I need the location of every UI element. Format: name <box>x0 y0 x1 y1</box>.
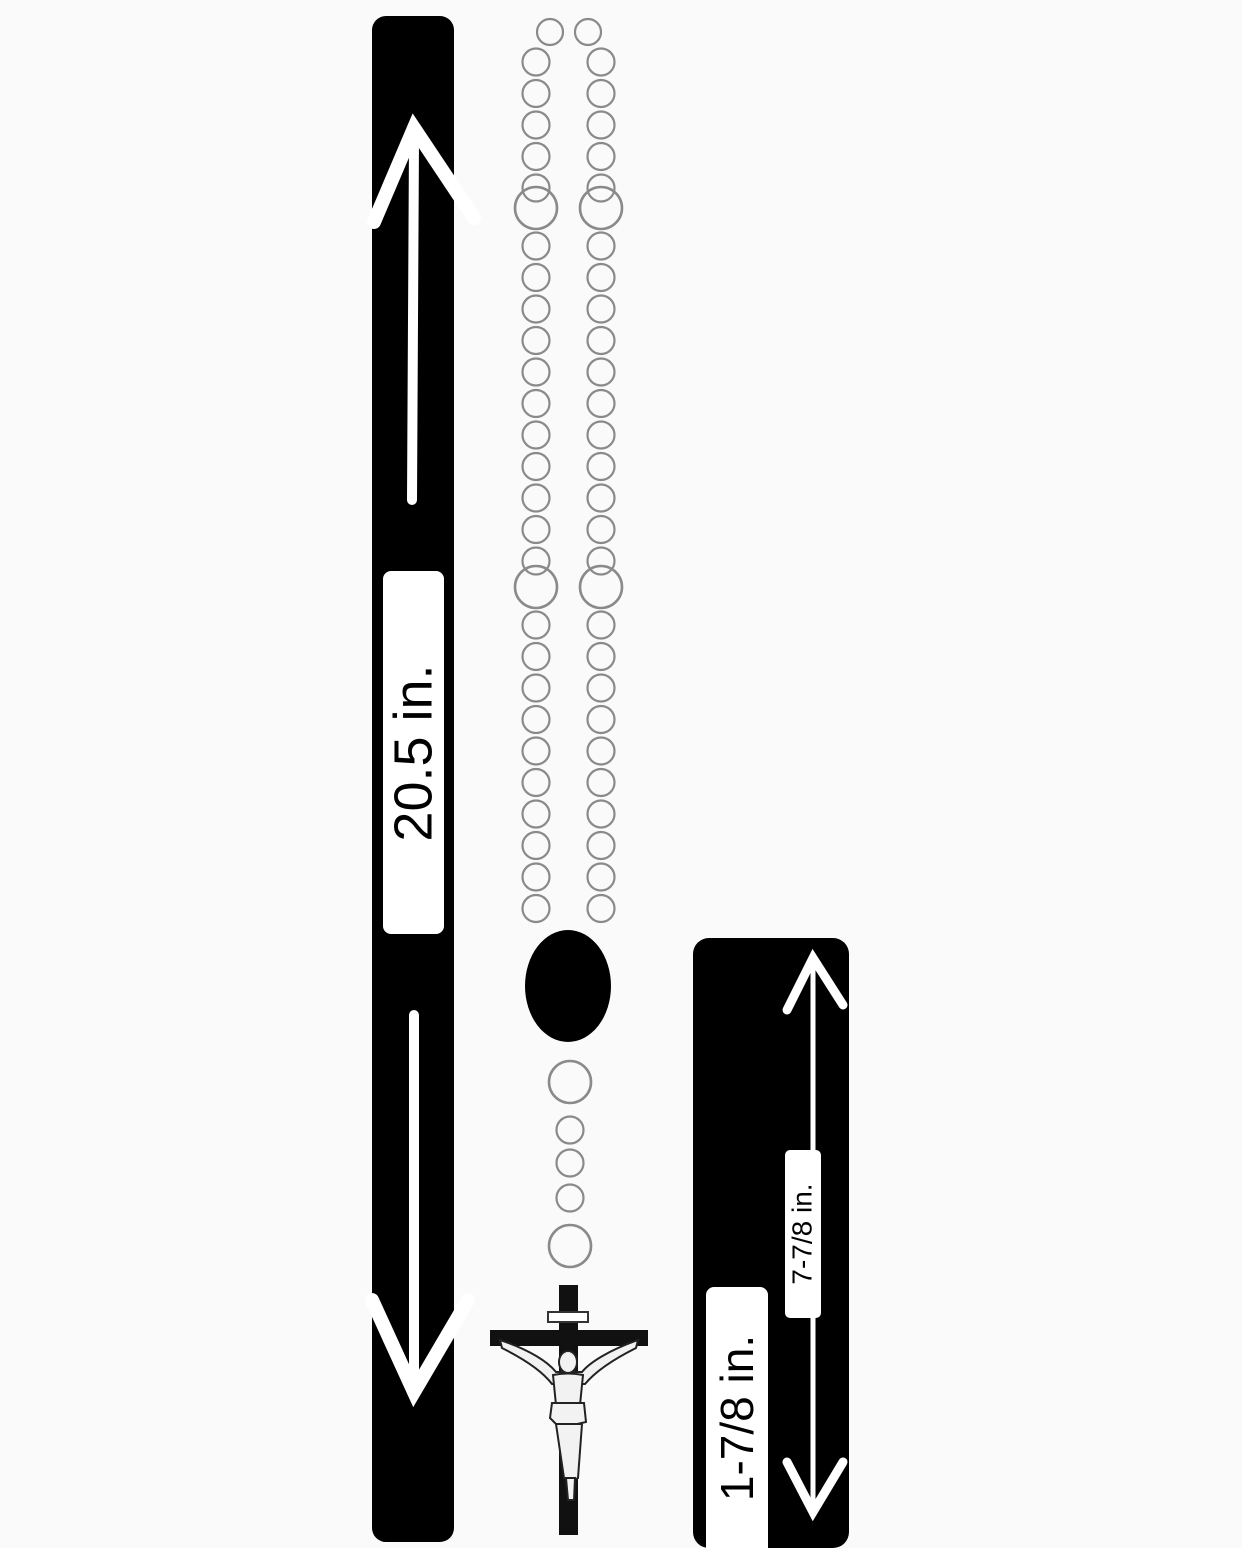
bead <box>586 862 616 892</box>
bead <box>521 862 551 892</box>
bead <box>521 78 551 109</box>
bead <box>586 388 616 419</box>
bead <box>521 610 551 640</box>
total-length-text: 20.5 in. <box>383 663 444 842</box>
bead <box>586 294 616 324</box>
crucifix-icon <box>490 1285 648 1535</box>
bead <box>586 673 616 703</box>
bead <box>586 47 616 77</box>
bead <box>586 610 616 640</box>
crucifix-height-label: 7-7/8 in. <box>785 1150 821 1318</box>
bead <box>555 1115 585 1145</box>
bead <box>555 1183 585 1213</box>
bead <box>586 641 616 672</box>
bead <box>586 704 616 735</box>
bead <box>521 451 551 482</box>
bead <box>573 17 603 47</box>
bead <box>586 231 616 261</box>
bead <box>521 388 551 419</box>
bead <box>521 294 551 324</box>
bead <box>586 78 616 109</box>
bead <box>521 893 551 924</box>
crucifix-width-text: 1-7/8 in. <box>711 1334 763 1501</box>
bead <box>586 141 616 172</box>
bead <box>555 1148 585 1178</box>
bead <box>521 483 551 513</box>
bead <box>521 736 551 766</box>
bead <box>586 893 616 924</box>
total-length-arrow-down <box>365 1010 475 1408</box>
bead <box>521 514 551 545</box>
total-length-label: 20.5 in. <box>383 571 444 934</box>
large-bead <box>578 185 624 231</box>
bead <box>521 325 551 356</box>
bead <box>521 767 551 798</box>
bead <box>586 483 616 513</box>
total-length-arrow-up <box>367 113 481 505</box>
bead <box>586 546 616 576</box>
bead <box>586 325 616 356</box>
bead <box>586 357 616 387</box>
bead <box>586 110 616 140</box>
large-bead <box>547 1059 593 1105</box>
oval-centerpiece-icon <box>525 930 611 1042</box>
bead <box>521 141 551 172</box>
bead <box>586 173 616 203</box>
bead <box>586 830 616 861</box>
bead <box>586 767 616 798</box>
crucifix-height-arrows <box>782 948 848 1522</box>
bead <box>521 231 551 261</box>
corpus-figure <box>498 1338 640 1501</box>
large-bead <box>513 185 559 231</box>
bead <box>521 641 551 672</box>
crucifix-width-label: 1-7/8 in. <box>706 1287 768 1548</box>
bead <box>586 451 616 482</box>
bead <box>521 47 551 77</box>
bead <box>586 799 616 829</box>
crucifix-height-text: 7-7/8 in. <box>787 1183 819 1285</box>
bead <box>521 110 551 140</box>
bead <box>521 799 551 829</box>
bead <box>586 420 616 450</box>
large-bead <box>547 1223 593 1269</box>
bead <box>521 173 551 203</box>
bead <box>586 262 616 293</box>
bead <box>521 420 551 450</box>
bead <box>521 704 551 735</box>
bead <box>521 830 551 861</box>
pendant-beads <box>547 1059 593 1269</box>
bead <box>521 546 551 576</box>
bead <box>521 357 551 387</box>
large-bead <box>578 564 624 610</box>
rosary-beads-icon <box>513 17 624 924</box>
large-bead <box>513 564 559 610</box>
bead <box>521 262 551 293</box>
bead <box>535 17 565 47</box>
bead <box>586 514 616 545</box>
bead <box>586 736 616 766</box>
bead <box>521 673 551 703</box>
